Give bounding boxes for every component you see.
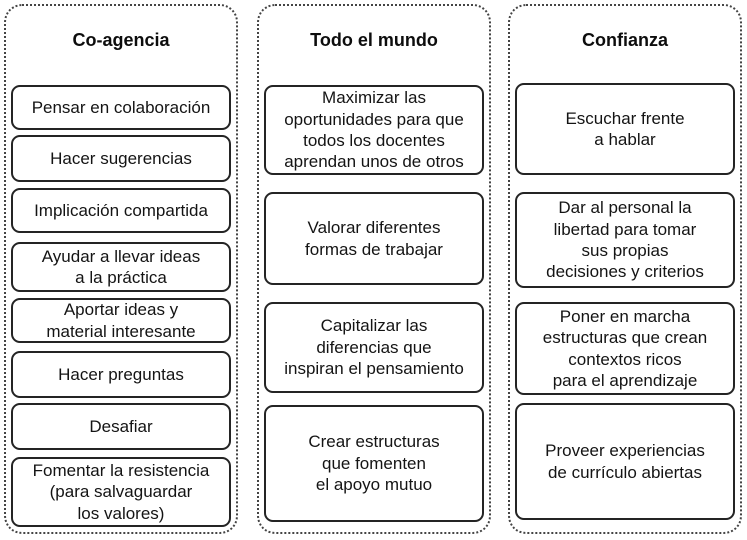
item-box: Fomentar la resistencia (para salvaguard… bbox=[11, 457, 231, 527]
column-confianza: Confianza Escuchar frente a hablar Dar a… bbox=[508, 4, 742, 534]
item-box: Hacer sugerencias bbox=[11, 135, 231, 182]
item-box: Poner en marcha estructuras que crean co… bbox=[515, 302, 735, 395]
column-todo-el-mundo: Todo el mundo Maximizar las oportunidade… bbox=[257, 4, 491, 534]
item-box: Hacer preguntas bbox=[11, 351, 231, 398]
item-box: Crear estructuras que fomenten el apoyo … bbox=[264, 405, 484, 522]
column-title: Todo el mundo bbox=[310, 30, 438, 50]
column-title: Co-agencia bbox=[72, 30, 170, 50]
column-title: Confianza bbox=[581, 30, 668, 50]
item-box: Ayudar a llevar ideas a la práctica bbox=[11, 242, 231, 292]
item-box: Aportar ideas y material interesante bbox=[11, 298, 231, 343]
item-box: Dar al personal la libertad para tomar s… bbox=[515, 192, 735, 288]
item-box: Escuchar frente a hablar bbox=[515, 83, 735, 175]
item-box: Capitalizar las diferencias que inspiran… bbox=[264, 302, 484, 393]
item-box: Pensar en colaboración bbox=[11, 85, 231, 130]
item-box: Implicación compartida bbox=[11, 188, 231, 233]
item-box: Proveer experiencias de currículo abiert… bbox=[515, 403, 735, 520]
column-co-agencia: Co-agencia Pensar en colaboración Hacer … bbox=[4, 4, 238, 534]
item-box: Desafiar bbox=[11, 403, 231, 450]
item-box: Maximizar las oportunidades para que tod… bbox=[264, 85, 484, 175]
item-box: Valorar diferentes formas de trabajar bbox=[264, 192, 484, 285]
